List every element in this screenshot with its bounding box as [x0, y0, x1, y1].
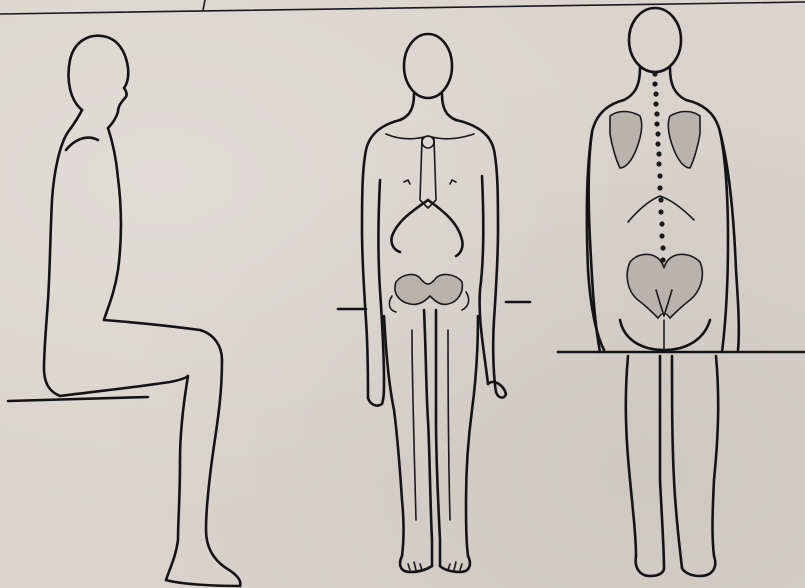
- back-view-figure: [558, 8, 805, 576]
- front-left-hand: [368, 380, 384, 406]
- front-ribcage-right: [428, 200, 463, 256]
- front-left-leg-outer: [384, 316, 404, 556]
- front-torso-left: [362, 120, 400, 398]
- front-left-iliac: [389, 296, 396, 312]
- back-buttocks: [620, 320, 710, 350]
- front-toes: [408, 562, 462, 570]
- front-right-iliac: [462, 292, 469, 310]
- side-foot: [166, 580, 240, 586]
- front-pelvis: [395, 275, 462, 305]
- side-shin-back: [166, 376, 188, 580]
- seated-side-view-figure: [8, 36, 240, 586]
- side-thigh-bottom: [60, 376, 188, 396]
- back-head-outline: [629, 8, 681, 72]
- side-back-outline: [44, 110, 82, 396]
- front-view-figure: [338, 34, 530, 572]
- front-right-nipple: [450, 180, 456, 184]
- front-ribcage-left: [391, 200, 428, 252]
- front-right-hand: [488, 382, 506, 398]
- side-head-outline: [69, 36, 129, 128]
- back-left-foot: [636, 556, 664, 576]
- back-left-leg-inner: [660, 356, 664, 568]
- back-right-leg-outer: [713, 356, 719, 556]
- front-right-tibia: [448, 330, 450, 520]
- front-left-nipple: [404, 180, 410, 184]
- back-right-leg-inner: [672, 356, 682, 568]
- seat-line: [8, 397, 148, 401]
- front-manubrium: [422, 136, 434, 148]
- front-right-leg-outer: [466, 316, 478, 556]
- front-left-leg-inner: [424, 310, 432, 566]
- side-shin-front: [206, 360, 240, 586]
- back-spine-vertebrae: [652, 71, 665, 262]
- front-head-outline: [404, 34, 452, 98]
- side-scapula-line: [66, 138, 98, 150]
- back-pelvis: [627, 254, 702, 318]
- back-left-leg-outer: [626, 356, 636, 556]
- side-front-outline: [104, 128, 121, 320]
- front-right-inner-arm: [480, 176, 488, 384]
- back-right-scapula: [668, 112, 700, 169]
- top-border: [0, 0, 805, 14]
- side-thigh-top: [104, 320, 222, 360]
- front-left-inner-arm: [379, 180, 385, 380]
- back-right-foot: [682, 556, 715, 576]
- back-left-scapula: [610, 112, 642, 169]
- front-left-tibia: [412, 330, 416, 520]
- front-right-leg-inner: [436, 310, 440, 566]
- back-right-arm: [720, 132, 739, 350]
